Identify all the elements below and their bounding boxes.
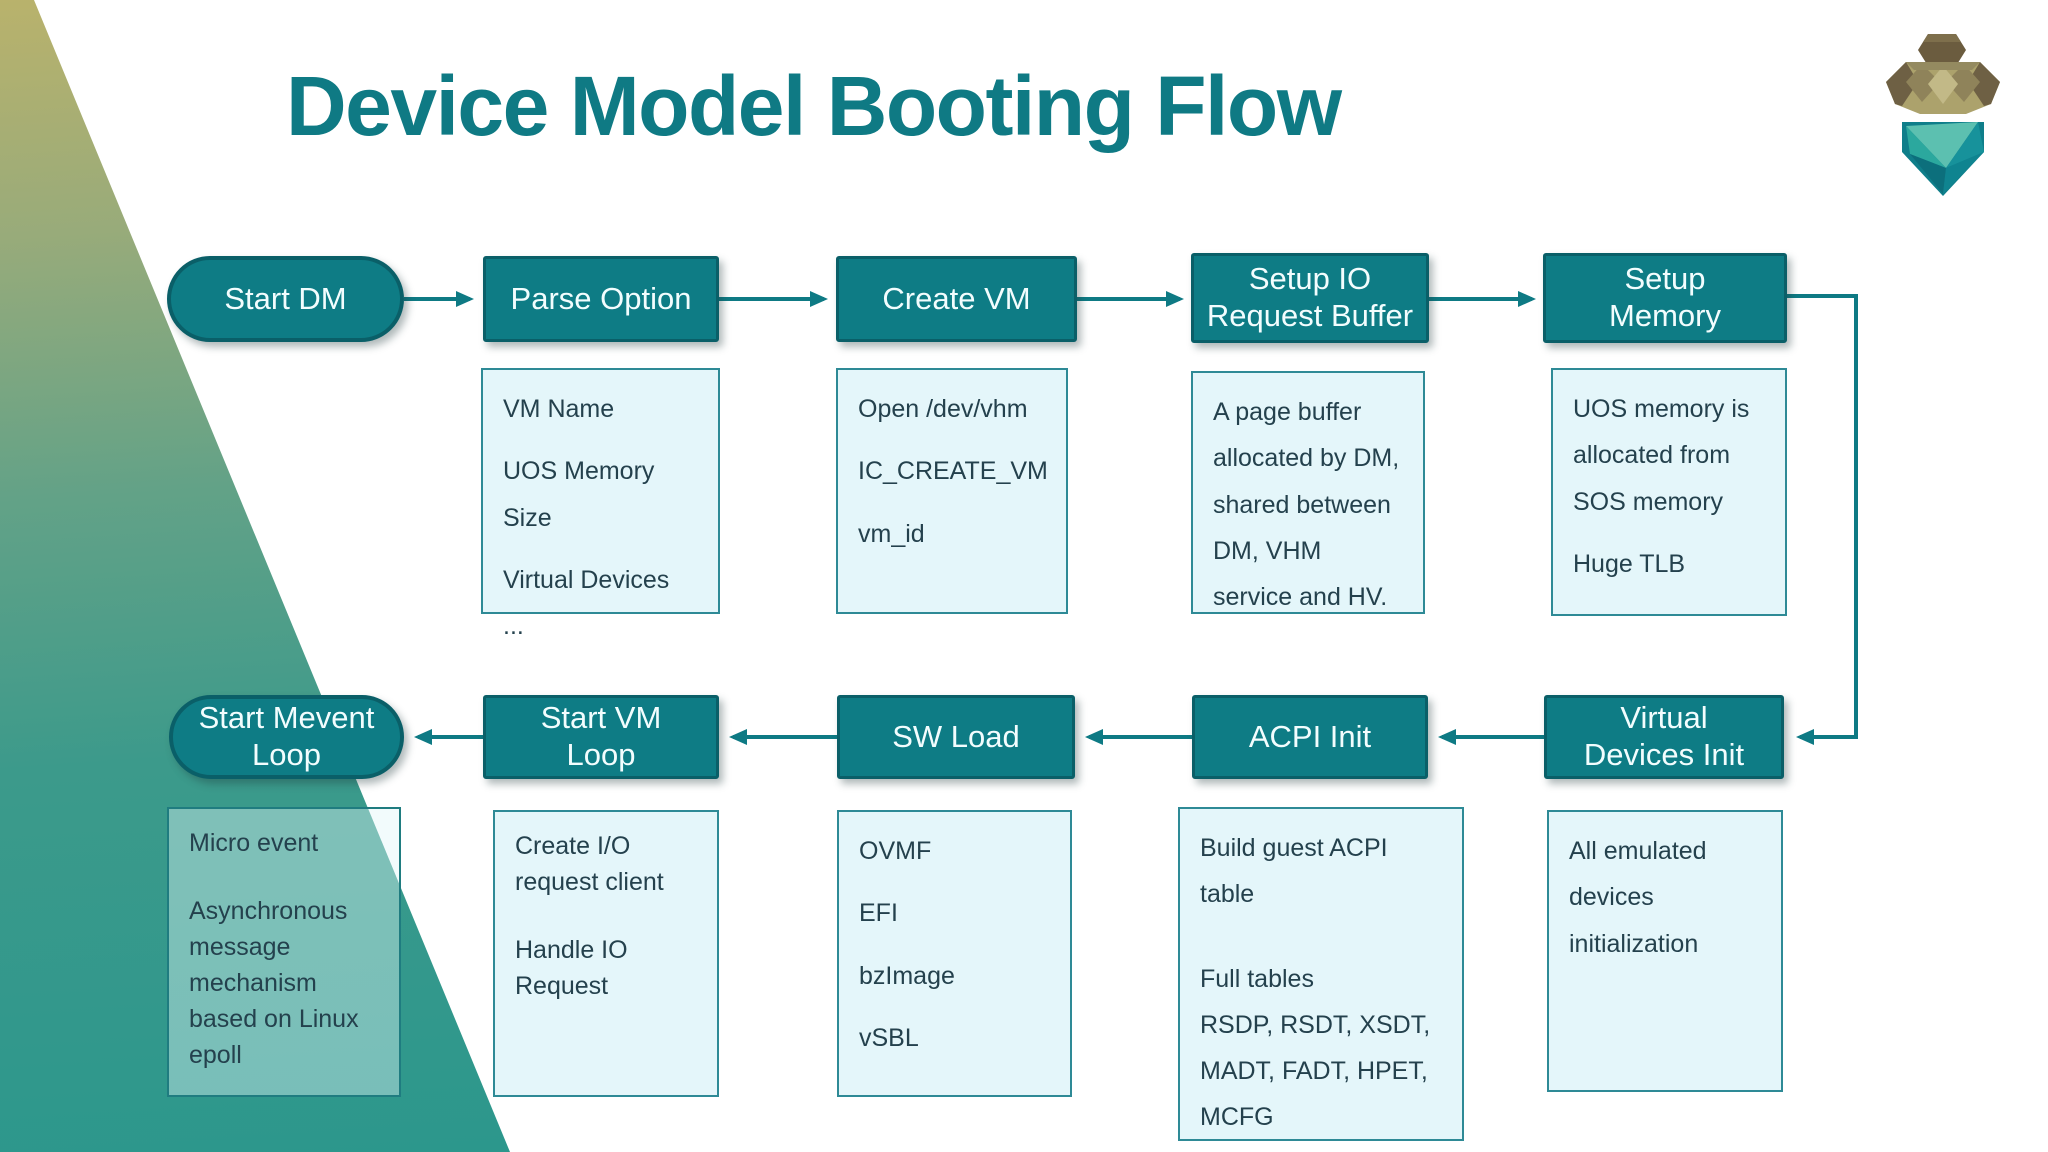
note-line: EFI bbox=[859, 899, 898, 928]
note-acpi-init: Build guest ACPI table Full tables RSDP,… bbox=[1178, 807, 1464, 1141]
note-start-mevent-loop: Micro event Asynchronous message mechani… bbox=[167, 807, 401, 1097]
note-line: Asynchronous message mechanism based on … bbox=[189, 897, 359, 1069]
note-line: vm_id bbox=[858, 519, 925, 548]
note-line: UOS Memory Size bbox=[503, 457, 655, 532]
note-line: UOS memory is allocated from SOS memory bbox=[1573, 395, 1750, 516]
note-line: IC_CREATE_VM bbox=[858, 457, 1048, 486]
node-virtual-devices-init: Virtual Devices Init bbox=[1544, 695, 1784, 779]
node-start-vm-loop: Start VM Loop bbox=[483, 695, 719, 779]
note-sw-load: OVMF EFI bzImage vSBL bbox=[837, 810, 1072, 1097]
note-line: VM Name bbox=[503, 395, 615, 423]
node-label: Virtual Devices Init bbox=[1583, 700, 1745, 772]
note-line: Build guest ACPI table bbox=[1200, 834, 1388, 909]
node-acpi-init: ACPI Init bbox=[1192, 695, 1428, 779]
note-line: All emulated devices initialization bbox=[1569, 837, 1707, 958]
note-line: Huge TLB bbox=[1573, 549, 1686, 578]
node-start-dm: Start DM bbox=[167, 256, 404, 342]
note-line: Open /dev/vhm bbox=[858, 395, 1028, 423]
note-line: Handle IO Request bbox=[515, 936, 628, 1000]
node-parse-option: Parse Option bbox=[483, 256, 719, 342]
node-label: Setup Memory bbox=[1609, 261, 1721, 333]
note-parse-option: VM Name UOS Memory Size Virtual Devices … bbox=[481, 368, 720, 640]
acrn-acorn-logo-icon bbox=[1886, 34, 2000, 196]
node-label: Start VM Loop bbox=[540, 700, 662, 772]
note-line: A page buffer allocated by DM, shared be… bbox=[1213, 398, 1400, 611]
note-setup-memory: UOS memory is allocated from SOS memory … bbox=[1551, 368, 1787, 616]
node-label: Create VM bbox=[882, 280, 1031, 316]
note-start-vm-loop: Create I/O request client Handle IO Requ… bbox=[493, 810, 719, 1097]
node-start-mevent-loop: Start Mevent Loop bbox=[169, 695, 404, 779]
note-line: bzImage bbox=[859, 961, 955, 990]
note-line: Micro event bbox=[189, 829, 319, 857]
note-create-vm: Open /dev/vhm IC_CREATE_VM vm_id bbox=[836, 368, 1068, 614]
note-virtual-devices-init: All emulated devices initialization bbox=[1547, 810, 1783, 1092]
note-setup-io: A page buffer allocated by DM, shared be… bbox=[1191, 371, 1425, 614]
node-label: Start Mevent Loop bbox=[198, 700, 375, 772]
note-line: Virtual Devices bbox=[503, 565, 670, 594]
note-line: Full tables bbox=[1200, 964, 1314, 993]
node-setup-memory: Setup Memory bbox=[1543, 253, 1787, 343]
node-label: ACPI Init bbox=[1248, 718, 1372, 754]
node-label: Setup IO Request Buffer bbox=[1206, 261, 1414, 333]
note-line: OVMF bbox=[859, 837, 932, 865]
node-label: Parse Option bbox=[510, 280, 692, 316]
node-sw-load: SW Load bbox=[837, 695, 1075, 779]
node-setup-io-request-buffer: Setup IO Request Buffer bbox=[1191, 253, 1429, 343]
node-label: SW Load bbox=[892, 718, 1020, 754]
node-label: Start DM bbox=[224, 280, 347, 316]
note-line: ... bbox=[503, 612, 524, 640]
note-line: RSDP, RSDT, XSDT, MADT, FADT, HPET, MCFG bbox=[1200, 1010, 1431, 1132]
node-create-vm: Create VM bbox=[836, 256, 1077, 342]
note-line: vSBL bbox=[859, 1023, 919, 1052]
note-line: Create I/O request client bbox=[515, 832, 664, 896]
page-title: Device Model Booting Flow bbox=[286, 59, 1342, 153]
